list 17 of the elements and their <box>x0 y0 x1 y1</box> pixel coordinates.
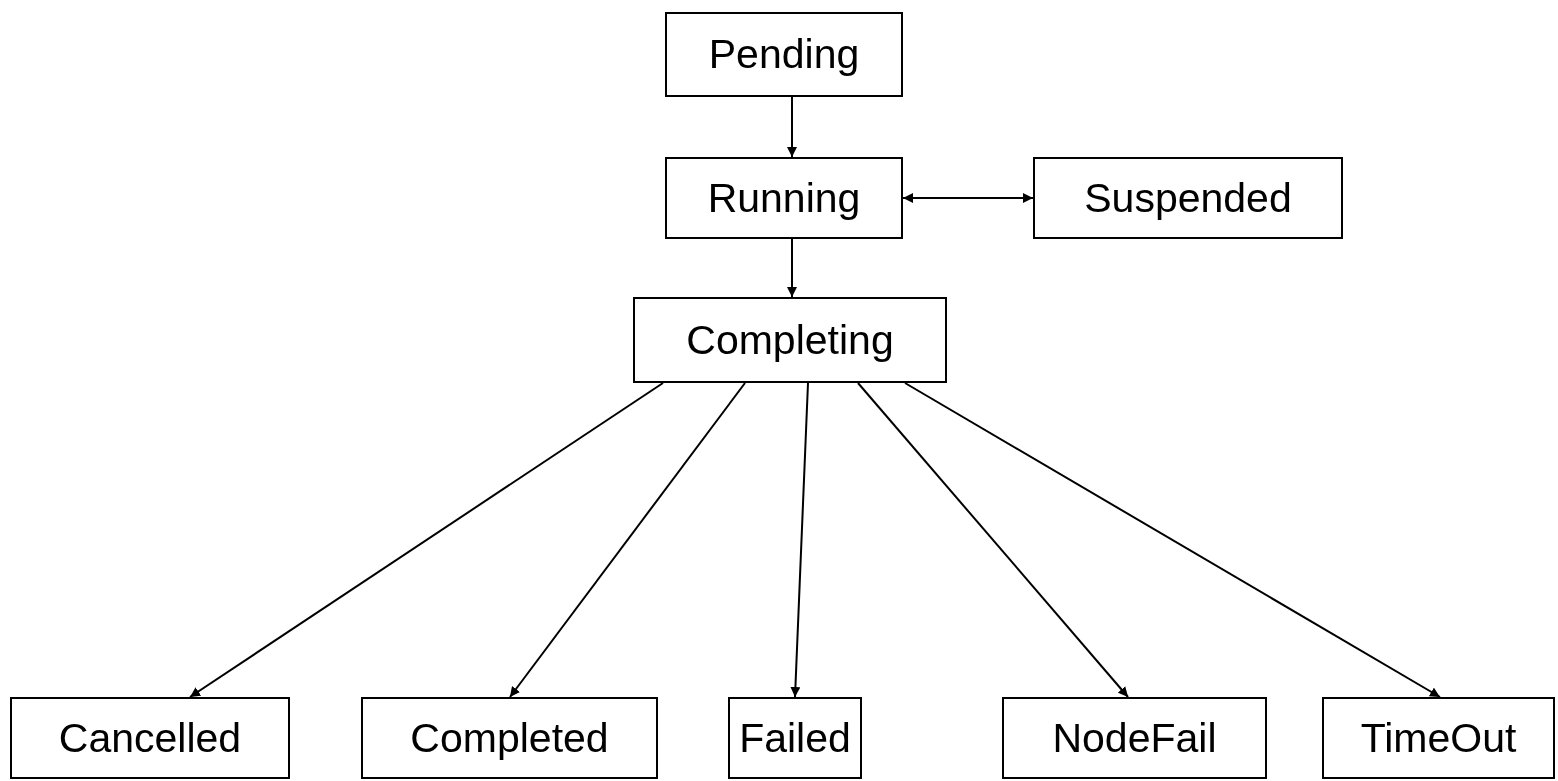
arrow <box>902 193 1034 203</box>
arrow <box>904 382 1441 698</box>
state-box: Completing <box>633 297 947 383</box>
state-box: Cancelled <box>10 697 290 779</box>
arrow <box>509 382 746 698</box>
state-box: Completed <box>361 697 658 779</box>
arrow <box>189 382 664 698</box>
state-box: Suspended <box>1033 157 1343 239</box>
state-box: Pending <box>665 12 903 97</box>
state-box: NodeFail <box>1002 697 1267 779</box>
arrow <box>787 96 797 158</box>
state-box: Failed <box>728 697 862 779</box>
arrow <box>790 382 809 698</box>
arrow <box>787 238 797 298</box>
arrow <box>857 382 1129 698</box>
state-box: TimeOut <box>1322 697 1555 779</box>
state-box: Running <box>665 157 903 239</box>
